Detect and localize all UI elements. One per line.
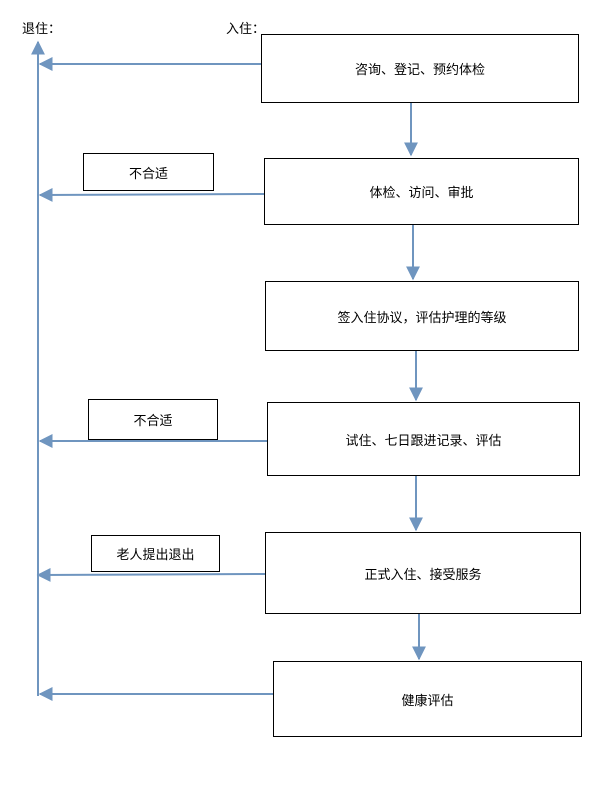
- note-unsuitable-2: 不合适: [88, 399, 218, 440]
- step-box-formal-stay: 正式入住、接受服务: [265, 532, 581, 614]
- exit-header-label: 退住：: [22, 22, 62, 37]
- step-box-agreement: 签入住协议，评估护理的等级: [265, 281, 579, 351]
- step-box-consult: 咨询、登记、预约体检: [261, 34, 579, 103]
- step-box-exam: 体检、访问、审批: [264, 158, 579, 225]
- note-elder-withdraw: 老人提出退出: [91, 535, 220, 572]
- exit-branch-4: [36, 567, 266, 582]
- step-box-health-assessment: 健康评估: [273, 661, 582, 737]
- step-box-trial-stay: 试住、七日跟进记录、评估: [267, 402, 580, 476]
- exit-branch-2: [38, 187, 265, 202]
- enter-header-label: 入住：: [226, 22, 266, 37]
- note-unsuitable-1: 不合适: [83, 153, 214, 191]
